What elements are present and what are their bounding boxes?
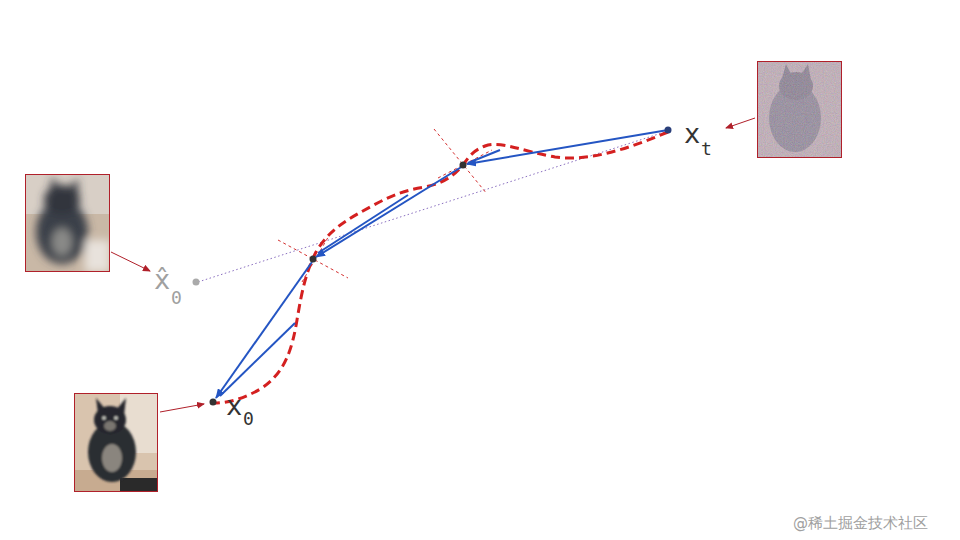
label-anchor: @稀土掘金技术社区: [793, 514, 928, 532]
label-anchor: x: [684, 120, 700, 147]
label-anchor: 0: [243, 410, 254, 429]
point-label: x̂: [154, 266, 170, 293]
point-subscript: 0: [171, 289, 182, 307]
label-anchor: 0: [171, 289, 182, 308]
point-label: x: [226, 392, 242, 419]
point-subscript: 0: [243, 410, 254, 428]
label-anchor: x̂: [154, 266, 170, 293]
label-anchor: t: [701, 140, 712, 159]
point-subscript: t: [701, 140, 712, 158]
point-label: x: [684, 120, 700, 147]
watermark: @稀土掘金技术社区: [793, 516, 928, 531]
label-anchor: x: [226, 392, 242, 419]
